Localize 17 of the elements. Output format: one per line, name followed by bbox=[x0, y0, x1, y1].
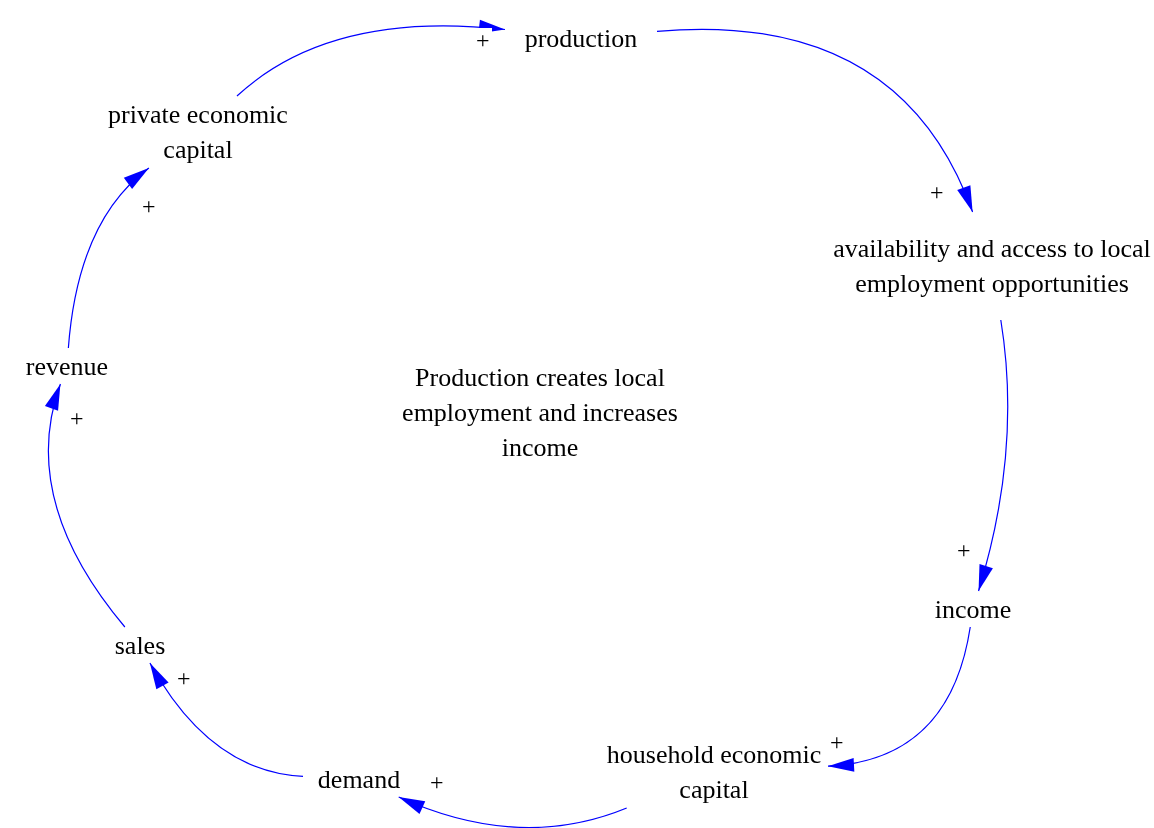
causal-arrow bbox=[827, 626, 971, 771]
causal-arrow bbox=[46, 383, 126, 628]
variable-label: sales bbox=[114, 629, 166, 662]
causal-arrow bbox=[67, 167, 150, 349]
variable-label: availability and access to local employment opportunities bbox=[832, 233, 1152, 300]
variable-label: household economic capital bbox=[605, 739, 823, 806]
variable-label: private economic capital bbox=[107, 99, 289, 166]
causal-arrow bbox=[236, 20, 506, 97]
causal-arrow bbox=[977, 319, 1009, 592]
causal-arrow bbox=[398, 796, 628, 828]
variable-label: production bbox=[524, 22, 638, 55]
variable-label: demand bbox=[317, 763, 401, 796]
variable-label: income bbox=[934, 593, 1012, 626]
causal-arrow bbox=[149, 662, 304, 777]
loop-description: Production creates local employment and increases income bbox=[401, 362, 679, 464]
causal-arrow bbox=[656, 28, 974, 213]
variable-label: revenue bbox=[25, 350, 109, 383]
